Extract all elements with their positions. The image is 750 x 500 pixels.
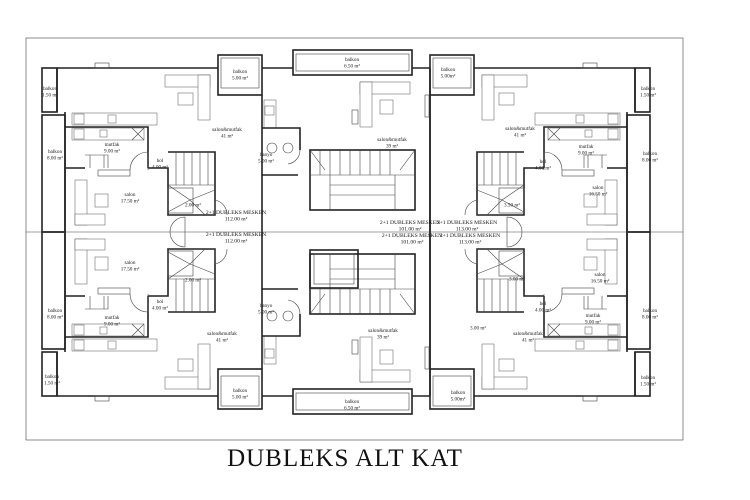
unit-top-right: [429, 54, 651, 233]
room-name: salon&mutfak: [513, 330, 543, 337]
unit-area-label: 113.00 m²: [459, 240, 482, 246]
unit-type-label: 2+1 DUBLEKS MESKEN: [382, 233, 442, 239]
room-area: 8.00 m²: [642, 158, 658, 164]
unit-bottom-left: [41, 231, 263, 410]
room-name: salon: [593, 185, 604, 191]
room-name: hol: [157, 158, 164, 164]
room-name: hol: [540, 159, 547, 165]
room-area: 9.00 m²: [104, 322, 120, 328]
room-name: balkon: [48, 308, 63, 314]
room-name: balkon: [641, 375, 656, 381]
room-area: 3.50 m²: [504, 203, 520, 209]
unit-area-label: 101.00 m²: [399, 227, 422, 233]
room-area: 4.00 m²: [535, 308, 551, 314]
room-area: 39 m²: [386, 144, 399, 150]
room-name: salon: [595, 272, 606, 278]
room-name: balkon: [48, 149, 63, 155]
room-name: balkon: [45, 374, 60, 380]
room-area: 5.00 m²: [232, 76, 248, 82]
room-area: 9.00 m²: [578, 151, 594, 157]
room-area: 5.00m²: [451, 397, 466, 403]
room-name: mutfak: [105, 314, 120, 321]
room-area: 4.00 m²: [152, 165, 168, 171]
room-area: 17.50 m²: [121, 267, 140, 273]
room-name: salon&mutfak: [212, 126, 242, 133]
room-area: 2.00 m²: [185, 278, 201, 284]
room-area: 41 m²: [221, 134, 234, 140]
room-name: salon: [125, 260, 136, 266]
elevator-shaft: [309, 249, 359, 289]
unit-type-label: 2+1 DUBLEKS MESKEN: [437, 220, 497, 226]
room-area: 4.00 m²: [152, 306, 168, 312]
unit-type-label: 2+1 DUBLEKS MESKEN: [206, 210, 266, 216]
room-name: hol: [540, 301, 547, 307]
room-area: 16.50 m²: [589, 192, 608, 198]
room-name: banyo: [260, 303, 273, 309]
room-area: 6.50 m²: [344, 64, 360, 70]
room-area: 1.50 m²: [44, 381, 60, 387]
room-area: 3.00 m²: [470, 326, 486, 332]
room-area: 1.50 m²: [42, 93, 58, 99]
room-name: balkon: [43, 86, 58, 92]
room-name: balkon: [643, 151, 658, 157]
room-name: balkon: [345, 57, 360, 63]
room-name: balkon: [233, 69, 248, 75]
room-area: 5.00 m²: [258, 310, 274, 316]
room-name: balkon: [441, 67, 456, 73]
unit-bottom-right: [429, 231, 651, 410]
room-name: salon&mutfak: [505, 125, 535, 132]
unit-type-label: 2+1 DUBLEKS MESKEN: [440, 233, 500, 239]
room-area: 8.00 m²: [47, 156, 63, 162]
unit-top-left: [41, 54, 263, 233]
room-area: 41 m²: [216, 338, 229, 344]
room-area: 4.00 m²: [535, 166, 551, 172]
room-name: balkon: [345, 399, 360, 405]
room-area: 41 m²: [522, 338, 535, 344]
room-area: 2.00 m²: [185, 203, 201, 209]
unit-area-label: 112.00 m²: [225, 239, 248, 245]
room-name: mutfak: [586, 312, 601, 319]
room-area: 3.00 m²: [509, 277, 525, 283]
room-area: 9.00 m²: [104, 149, 120, 155]
room-area: 5.00 m²: [258, 159, 274, 165]
room-area: 5.00 m²: [232, 395, 248, 401]
room-area: 8.00 m²: [47, 315, 63, 321]
room-name: balkon: [641, 86, 656, 92]
plan-title: DUBLEKS ALT KAT: [227, 445, 463, 472]
unit-type-label: 2+1 DUBLEKS MESKEN: [206, 232, 266, 238]
room-name: balkon: [643, 308, 658, 314]
room-area: 1.50 m²: [640, 382, 656, 388]
room-name: balkon: [233, 388, 248, 394]
room-area: 39 m²: [377, 335, 390, 341]
unit-area-label: 113.00 m²: [456, 227, 479, 233]
room-area: 16.50 m²: [591, 279, 610, 285]
room-name: salon&mutfak: [207, 330, 237, 337]
room-name: salon&mutfak: [368, 327, 398, 334]
room-area: 41 m²: [514, 133, 527, 139]
room-name: balkon: [451, 390, 466, 396]
room-name: salon&mutfak: [377, 136, 407, 143]
room-name: banyo: [260, 152, 273, 158]
unit-area-label: 112.00 m²: [225, 217, 248, 223]
room-name: mutfak: [579, 143, 594, 150]
room-area: 9.00 m²: [585, 320, 601, 326]
room-area: 5.00m²: [441, 74, 456, 80]
room-name: mutfak: [105, 141, 120, 148]
unit-type-label: 2+1 DUBLEKS MESKEN: [380, 220, 440, 226]
room-area: 8.00 m²: [642, 315, 658, 321]
unit-area-label: 101.00 m²: [401, 240, 424, 246]
room-name: salon: [125, 192, 136, 198]
drawing-frame: [25, 37, 684, 441]
room-name: hol: [157, 299, 164, 305]
room-area: 1.50 m²: [640, 93, 656, 99]
room-area: 6.50 m²: [344, 406, 360, 412]
unit-bottom-center: [261, 231, 431, 415]
room-area: 17.50 m²: [121, 199, 140, 205]
